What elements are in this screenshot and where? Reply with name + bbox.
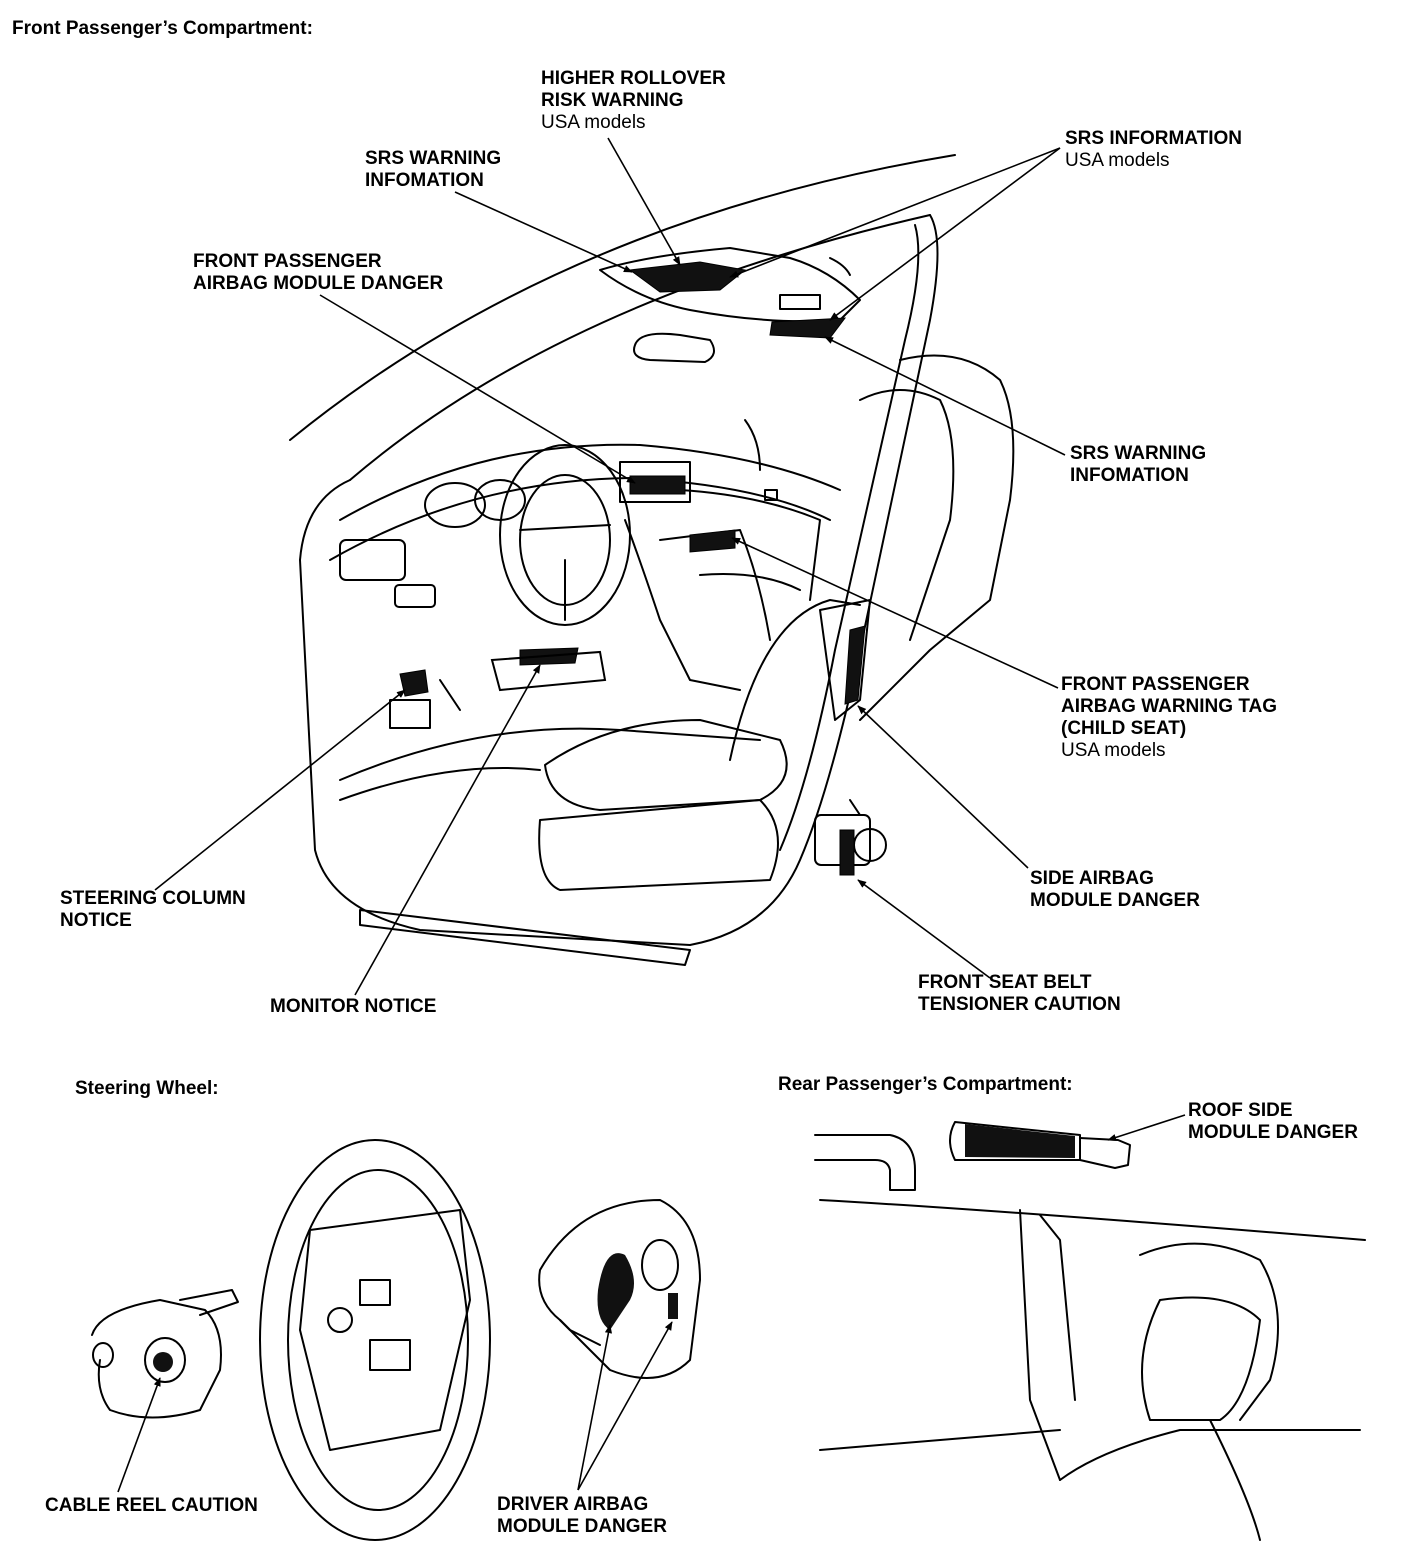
leader-driver-airbag-a <box>577 1324 612 1491</box>
callout-srs-warning-right-line2: INFOMATION <box>1070 465 1189 486</box>
callout-seat-belt-line1: FRONT SEAT BELT <box>918 972 1092 993</box>
callout-roof-side-line2: MODULE DANGER <box>1188 1122 1358 1143</box>
front-compartment-drawing <box>289 154 1015 966</box>
callout-monitor-line1: MONITOR NOTICE <box>270 996 437 1017</box>
callout-monitor: MONITOR NOTICE <box>270 996 436 1018</box>
section-title-rear: Rear Passenger’s Compartment: <box>778 1074 1073 1095</box>
callout-rollover-note: USA models <box>541 112 646 133</box>
callout-seat-belt-line2: TENSIONER CAUTION <box>918 994 1121 1015</box>
callout-side-airbag-line1: SIDE AIRBAG <box>1030 868 1154 889</box>
callout-steering-column-line2: NOTICE <box>60 910 132 931</box>
callout-srs-information: SRS INFORMATION USA models <box>1065 128 1242 172</box>
callout-steering-column: STEERING COLUMN NOTICE <box>60 888 246 932</box>
leader-side-airbag <box>857 705 1029 869</box>
callout-srs-warning-upper-line2: INFOMATION <box>365 170 484 191</box>
section-title-steering: Steering Wheel: <box>75 1078 219 1099</box>
leader-driver-airbag-b <box>577 1321 673 1491</box>
leader-cable-reel <box>117 1377 161 1493</box>
section-title-front: Front Passenger’s Compartment: <box>12 18 313 39</box>
callout-rollover: HIGHER ROLLOVER RISK WARNING USA models <box>541 68 726 134</box>
callout-cable-reel: CABLE REEL CAUTION <box>45 1495 258 1517</box>
callout-passenger-airbag: FRONT PASSENGER AIRBAG MODULE DANGER <box>193 251 443 295</box>
callout-srs-warning-upper: SRS WARNING INFOMATION <box>365 148 501 192</box>
callout-warning-tag: FRONT PASSENGER AIRBAG WARNING TAG (CHIL… <box>1061 674 1277 762</box>
callout-roof-side-line1: ROOF SIDE <box>1188 1100 1293 1121</box>
callout-passenger-airbag-line2: AIRBAG MODULE DANGER <box>193 273 444 294</box>
callout-srs-warning-right-line1: SRS WARNING <box>1070 443 1207 464</box>
callout-side-airbag-line2: MODULE DANGER <box>1030 890 1200 911</box>
callout-seat-belt: FRONT SEAT BELT TENSIONER CAUTION <box>918 972 1121 1016</box>
callout-warning-tag-note: USA models <box>1061 740 1166 761</box>
callout-side-airbag: SIDE AIRBAG MODULE DANGER <box>1030 868 1200 912</box>
callout-srs-information-line1: SRS INFORMATION <box>1065 128 1242 149</box>
callout-driver-airbag-line2: MODULE DANGER <box>497 1516 667 1537</box>
leader-rollover <box>607 137 681 266</box>
callout-srs-warning-upper-line1: SRS WARNING <box>365 148 502 169</box>
leader-warning-tag <box>731 537 1059 689</box>
leader-seat-belt <box>857 879 991 979</box>
steering-label-patches <box>153 1253 678 1372</box>
leader-srs-warning-right <box>824 336 1066 456</box>
callout-warning-tag-line1: FRONT PASSENGER <box>1061 674 1250 695</box>
leader-srs-information-a <box>729 147 1061 278</box>
callout-rollover-line2: RISK WARNING <box>541 90 684 111</box>
leader-lines <box>117 137 1186 1493</box>
rear-label-patches <box>965 1124 1075 1158</box>
callout-warning-tag-line3: (CHILD SEAT) <box>1061 718 1187 739</box>
leader-monitor <box>354 664 541 996</box>
callout-driver-airbag: DRIVER AIRBAG MODULE DANGER <box>497 1494 667 1538</box>
callout-warning-tag-line2: AIRBAG WARNING TAG <box>1061 696 1278 717</box>
callout-driver-airbag-line1: DRIVER AIRBAG <box>497 1494 649 1515</box>
leader-passenger-airbag <box>319 294 636 484</box>
leader-roof-side <box>1107 1114 1186 1141</box>
callout-passenger-airbag-line1: FRONT PASSENGER <box>193 251 382 272</box>
front-label-patches <box>399 261 866 876</box>
callout-rollover-line1: HIGHER ROLLOVER <box>541 68 726 89</box>
steering-wheel-drawing <box>91 1139 701 1541</box>
leader-srs-information-b <box>829 147 1061 321</box>
leader-srs-warning-upper <box>454 191 633 273</box>
leader-steering-column <box>154 689 406 891</box>
rear-compartment-drawing <box>814 1121 1366 1541</box>
callout-steering-column-line1: STEERING COLUMN <box>60 888 246 909</box>
callout-srs-information-note: USA models <box>1065 150 1170 171</box>
callout-roof-side: ROOF SIDE MODULE DANGER <box>1188 1100 1358 1144</box>
callout-cable-reel-line1: CABLE REEL CAUTION <box>45 1495 258 1516</box>
callout-srs-warning-right: SRS WARNING INFOMATION <box>1070 443 1206 487</box>
